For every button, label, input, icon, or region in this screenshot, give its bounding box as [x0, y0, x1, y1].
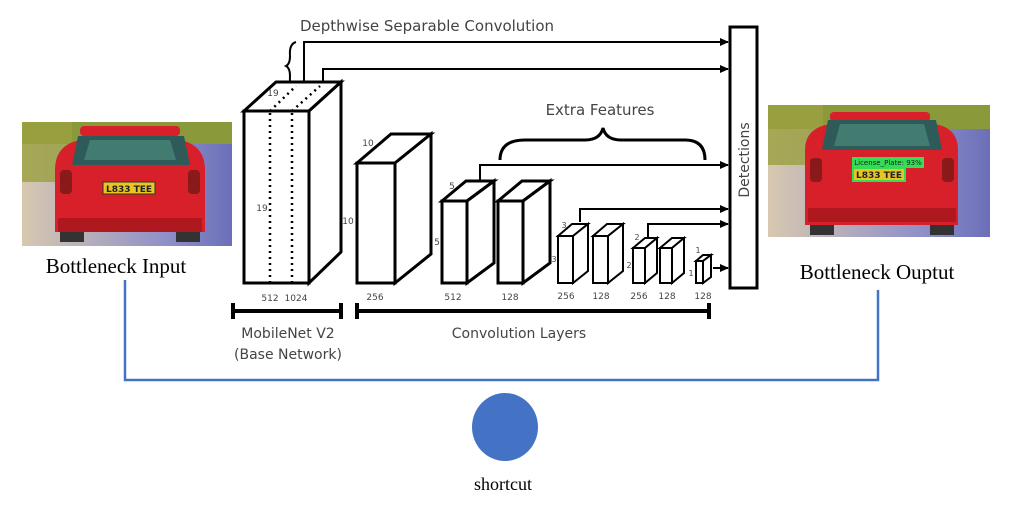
detection-box: License_Plate: 93% L833 TEE	[852, 157, 924, 182]
conv-1-channels: 256	[366, 293, 383, 303]
shortcut-connector	[123, 280, 880, 382]
conv-block-3	[493, 178, 555, 286]
conv-block-4	[555, 221, 591, 286]
detection-arrow-4	[579, 205, 729, 222]
base-network-label-line2: (Base Network)	[234, 347, 342, 363]
detection-label: License_Plate: 93%	[854, 159, 922, 167]
depthwise-label: Depthwise Separable Convolution	[300, 17, 554, 35]
detection-arrow-2	[322, 65, 729, 90]
conv-block-8	[693, 253, 714, 285]
detection-arrow-3	[479, 161, 729, 180]
shortcut-label: shortcut	[474, 474, 532, 494]
base-network-label-line1: MobileNet V2	[241, 326, 334, 342]
conv-7-channels: 128	[658, 292, 675, 302]
base-depth-label: 19	[267, 89, 279, 99]
conv-4-channels: 256	[557, 292, 574, 302]
conv-5-channels: 128	[592, 292, 609, 302]
conv-layers-bracket	[355, 303, 711, 319]
conv-4-depth-label: 3	[561, 221, 566, 230]
conv-block-2	[437, 178, 499, 286]
extra-features-label: Extra Features	[546, 101, 655, 119]
conv-2-spatial-label: 5	[434, 238, 440, 248]
extra-features-brace	[498, 127, 707, 161]
shortcut-node	[472, 393, 538, 461]
conv-4-spatial-label: 3	[551, 255, 556, 264]
conv-layers-label: Convolution Layers	[452, 326, 586, 342]
detections-box	[728, 25, 759, 290]
conv-block-7	[657, 235, 687, 286]
detection-arrow-1	[303, 38, 729, 86]
detections-label: Detections	[737, 122, 753, 197]
detection-arrow-5	[647, 220, 729, 238]
output-license-plate: L833 TEE	[856, 171, 902, 181]
conv-8-spatial-label: 1	[688, 269, 693, 278]
conv-block-6	[630, 235, 660, 286]
bottleneck-output-label: Bottleneck Ouptut	[800, 260, 955, 284]
conv-block-5	[590, 221, 626, 286]
conv-block-1	[352, 130, 436, 287]
conv-3-channels: 128	[501, 293, 518, 303]
base-network-block	[240, 78, 345, 287]
base-spatial-label: 19	[256, 204, 268, 214]
conv-1-depth-label: 10	[362, 139, 374, 149]
conv-6-spatial-label: 2	[626, 261, 631, 270]
conv-6-depth-label: 2	[634, 233, 639, 242]
conv-2-depth-label: 5	[449, 182, 455, 192]
base-channels-1024: 1024	[285, 294, 308, 304]
input-car-image	[22, 122, 232, 246]
svg-text:L833 TEE: L833 TEE	[106, 185, 152, 195]
conv-1-spatial-label: 10	[342, 217, 354, 227]
base-network-bracket	[231, 303, 343, 319]
conv-8-depth-label: 1	[695, 246, 700, 255]
conv-8-channels: 128	[694, 292, 711, 302]
base-channels-512: 512	[261, 294, 278, 304]
conv-2-channels: 512	[444, 293, 461, 303]
input-license-plate: L833 TEE	[102, 181, 156, 195]
bottleneck-input-label: Bottleneck Input	[46, 254, 187, 278]
conv-6-channels: 256	[630, 292, 647, 302]
